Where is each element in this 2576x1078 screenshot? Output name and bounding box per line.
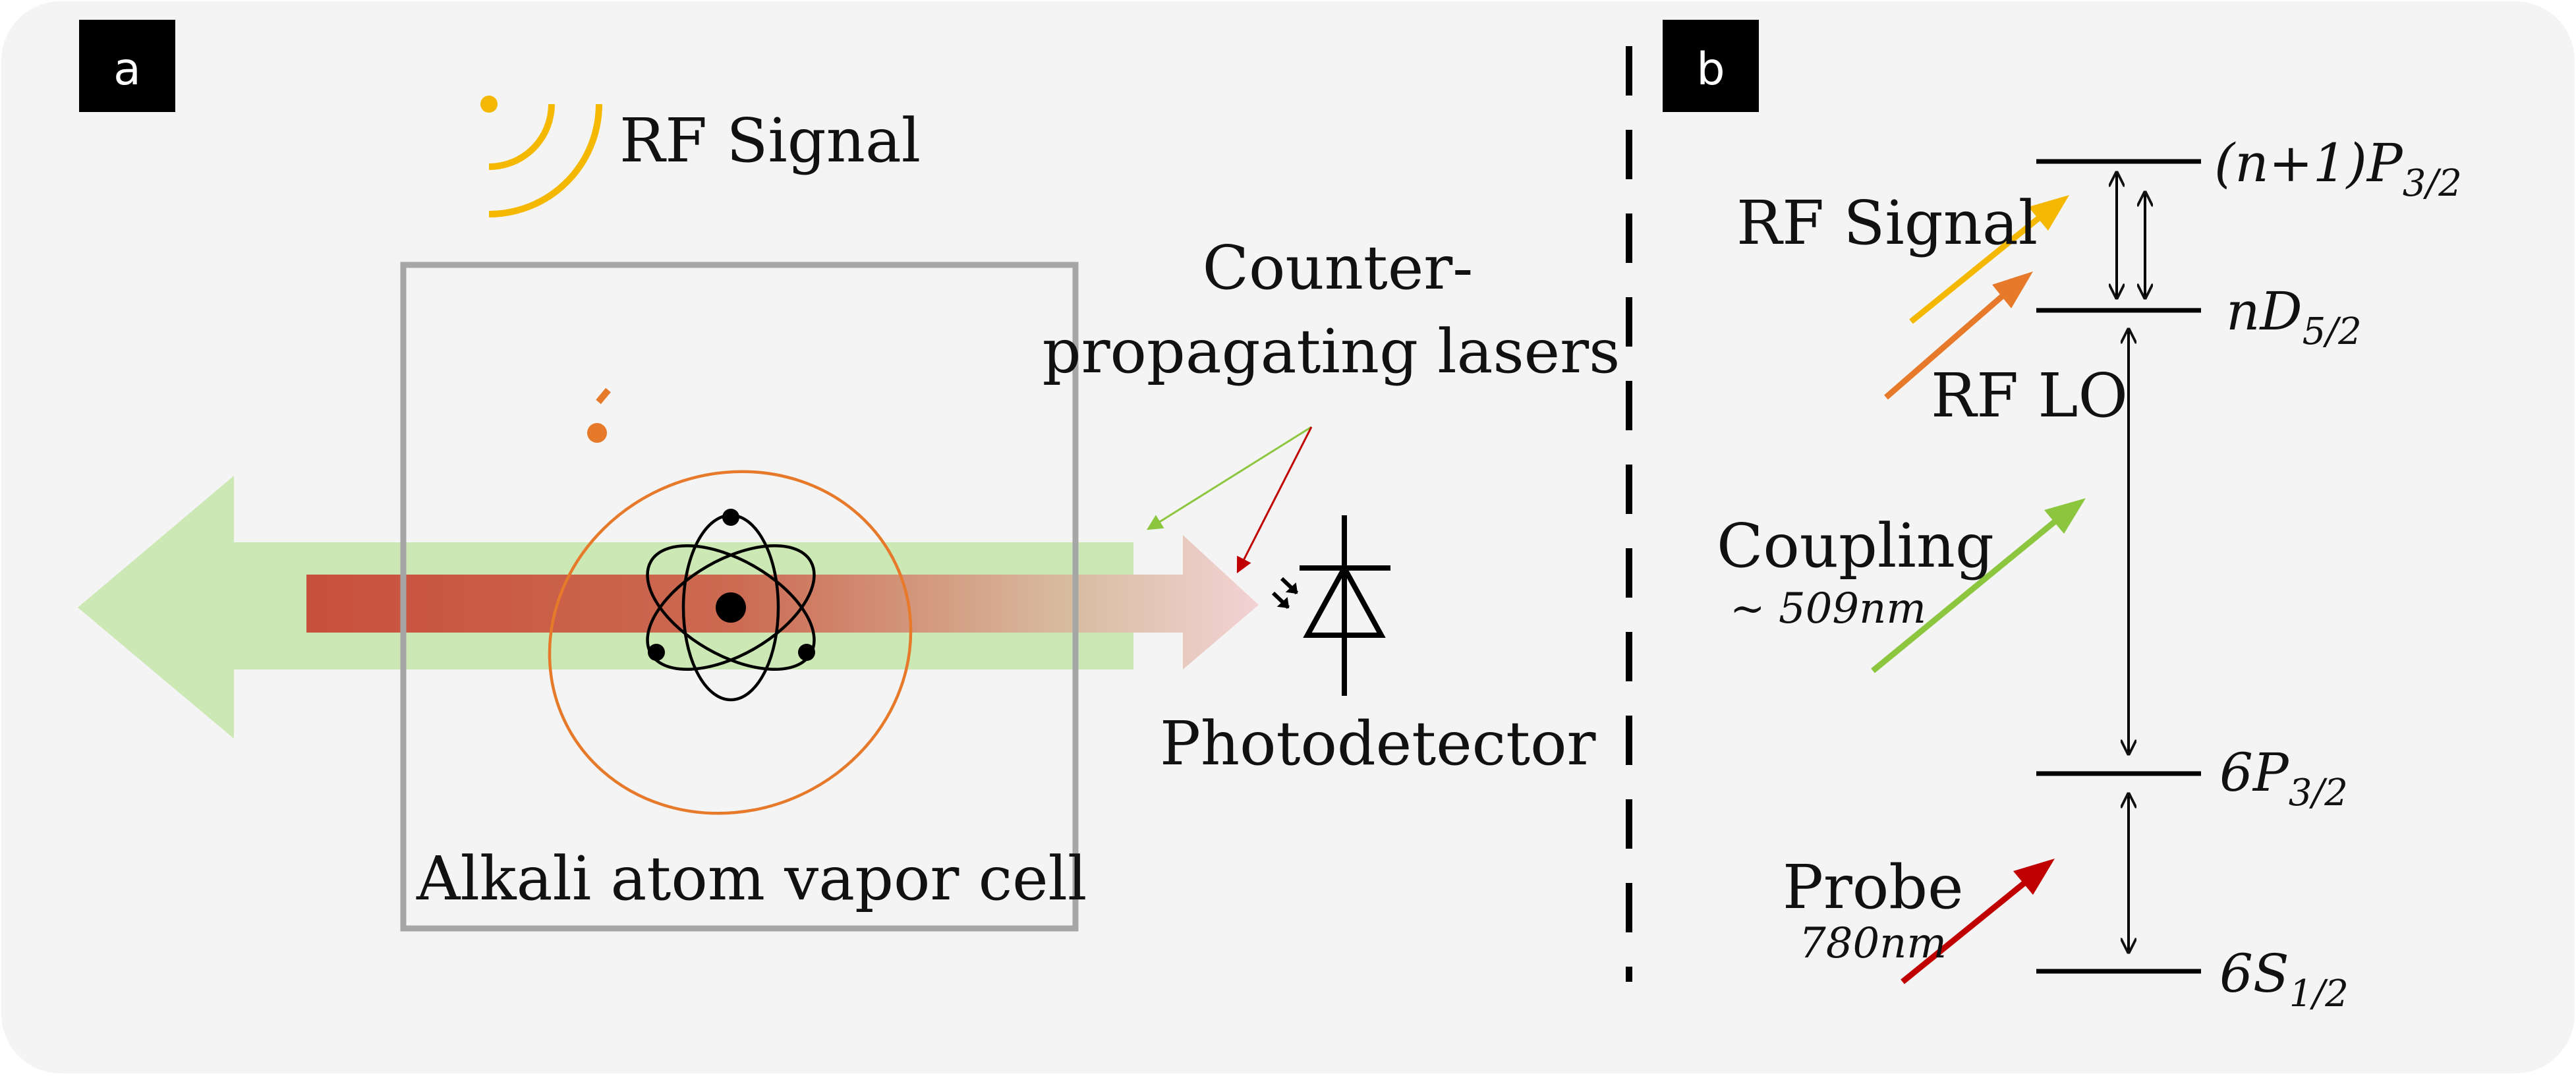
coupling-beam-head bbox=[2044, 498, 2086, 534]
lasers-label-line2: propagating lasers bbox=[1043, 316, 1620, 387]
vapor-cell-frame bbox=[400, 262, 1079, 932]
panel-a-label-box bbox=[79, 20, 175, 112]
probe-beam-label: Probe bbox=[1783, 852, 1964, 922]
rf-signal-beam-head bbox=[2028, 195, 2069, 231]
panel-a: a RF Signal Alkali atom vapor cell bbox=[78, 20, 1620, 932]
photodiode-icon bbox=[1271, 515, 1390, 696]
rf-signal-icon bbox=[480, 96, 602, 217]
rf-signal-beam bbox=[1909, 215, 2042, 324]
atom-icon bbox=[646, 509, 816, 702]
coupling-beam-label: Coupling bbox=[1717, 511, 1994, 581]
rf-lo-beam-head bbox=[1992, 271, 2033, 308]
probe-beam-head bbox=[2013, 859, 2055, 895]
panel-b-letter: b bbox=[1696, 43, 1725, 96]
probe-beam-arrow bbox=[306, 535, 1259, 669]
lasers-label-line1: Counter- bbox=[1203, 233, 1474, 303]
level-upper-label: nD5/2 bbox=[2226, 281, 2362, 353]
probe-beam bbox=[1901, 880, 2026, 984]
probe-pointer-arrow bbox=[1236, 426, 1313, 574]
rydberg-electron bbox=[587, 423, 607, 443]
rf-signal-beam-label: RF Signal bbox=[1736, 188, 2038, 258]
rf-lo-beam-label: RF LO bbox=[1931, 360, 2128, 431]
rydberg-orbit bbox=[548, 387, 913, 815]
vapor-cell-label: Alkali atom vapor cell bbox=[416, 843, 1087, 914]
rf-transition-arrows bbox=[2117, 173, 2145, 298]
coupling-beam bbox=[1871, 518, 2058, 673]
panel-b: b (n+1)P3/2 nD5/2 6P3/2 6S1/2 RF Signal … bbox=[1663, 20, 2462, 1015]
level-top-label: (n+1)P3/2 bbox=[2214, 132, 2462, 205]
panel-a-letter: a bbox=[113, 43, 141, 96]
coupling-wavelength-label: ~ 509nm bbox=[1730, 584, 1926, 633]
panel-b-label-box bbox=[1663, 20, 1759, 112]
photodetector-label: Photodetector bbox=[1160, 708, 1596, 779]
rf-lo-beam bbox=[1884, 293, 2005, 400]
electron-motion-mark bbox=[596, 387, 611, 405]
level-mid-label: 6P3/2 bbox=[2219, 742, 2348, 814]
probe-wavelength-label: 780nm bbox=[1799, 919, 1947, 968]
level-ground-label: 6S1/2 bbox=[2219, 943, 2349, 1015]
rf-signal-label: RF Signal bbox=[619, 105, 921, 176]
coupling-pointer-arrow bbox=[1146, 426, 1312, 530]
